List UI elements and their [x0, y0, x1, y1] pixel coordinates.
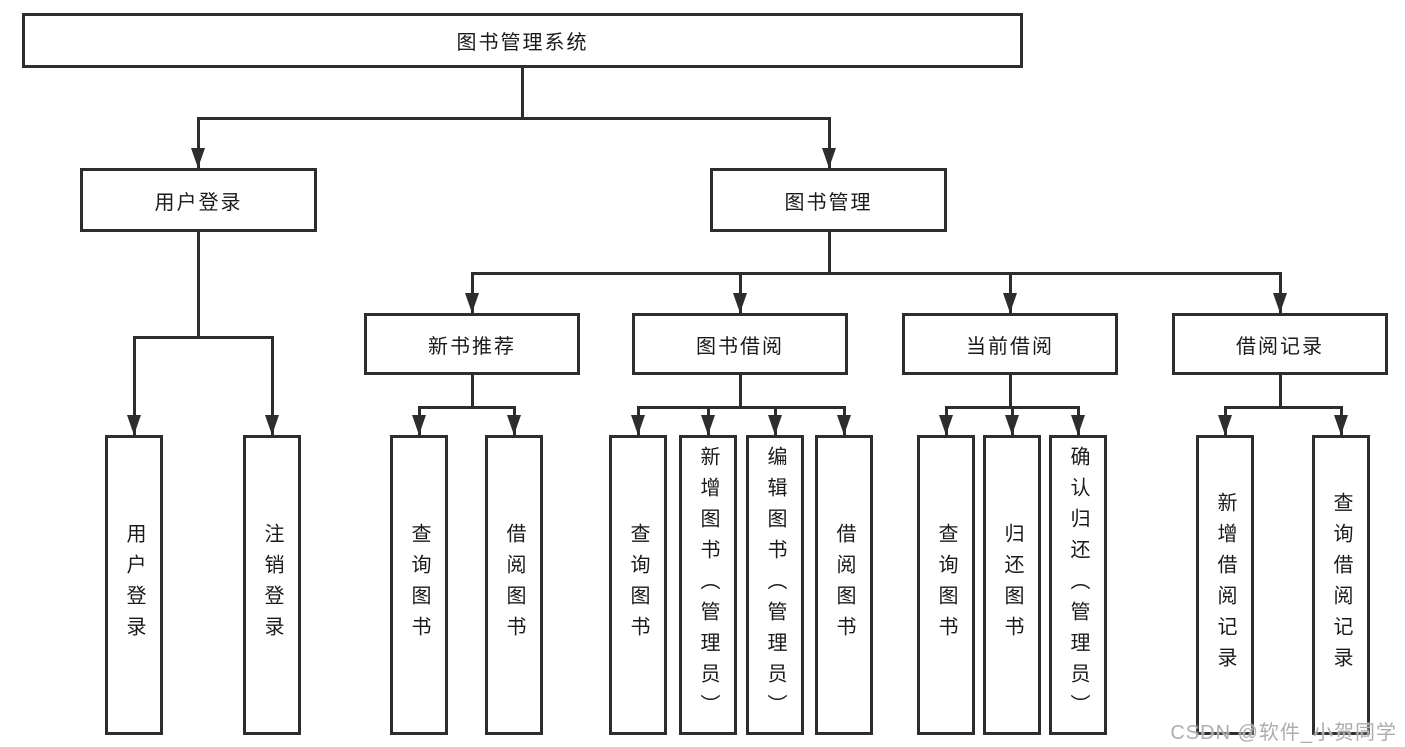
leaf-borrow-query-book-label: 查询图书 — [627, 523, 649, 647]
csdn-watermark: CSDN @软件_小贺同学 — [1170, 722, 1397, 744]
connector-line — [471, 375, 474, 407]
arrow-down-icon — [191, 148, 205, 168]
leaf-logout-label: 注销登录 — [261, 523, 283, 647]
node-new-book-recommend: 新书推荐 — [364, 313, 580, 375]
leaf-recommend-query-book-label: 查询图书 — [408, 523, 430, 647]
connector-line — [1224, 406, 1343, 409]
leaf-query-borrow-record: 查询借阅记录 — [1312, 435, 1370, 735]
connector-line — [739, 375, 742, 407]
leaf-return-book-label: 归还图书 — [1001, 523, 1023, 647]
leaf-logout: 注销登录 — [243, 435, 301, 735]
arrow-down-icon — [1334, 415, 1348, 435]
leaf-recommend-query-book: 查询图书 — [390, 435, 448, 735]
connector-line — [133, 337, 136, 435]
arrow-down-icon — [1003, 293, 1017, 313]
leaf-confirm-return-admin-label: 确认归还（管理员） — [1067, 445, 1089, 725]
node-book-borrow: 图书借阅 — [632, 313, 848, 375]
arrow-down-icon — [1005, 415, 1019, 435]
arrow-down-icon — [822, 148, 836, 168]
arrow-down-icon — [1071, 415, 1085, 435]
leaf-add-book-admin-label: 新增图书（管理员） — [697, 445, 719, 725]
connector-line — [1009, 375, 1012, 407]
leaf-current-query-book: 查询图书 — [917, 435, 975, 735]
leaf-borrow-query-book: 查询图书 — [609, 435, 667, 735]
node-borrow-record-label: 借阅记录 — [1236, 335, 1324, 358]
connector-line — [637, 406, 846, 409]
leaf-user-login: 用户登录 — [105, 435, 163, 735]
leaf-user-login-label: 用户登录 — [123, 523, 145, 647]
connector-line — [418, 406, 516, 409]
node-user-login-label: 用户登录 — [154, 191, 243, 214]
connector-line — [828, 118, 831, 168]
leaf-edit-book-admin: 编辑图书（管理员） — [746, 435, 804, 735]
node-book-borrow-label: 图书借阅 — [696, 335, 784, 358]
leaf-recommend-borrow-book-label: 借阅图书 — [503, 523, 525, 647]
node-book-management-label: 图书管理 — [784, 191, 873, 214]
arrow-down-icon — [127, 415, 141, 435]
arrow-down-icon — [507, 415, 521, 435]
node-book-management: 图书管理 — [710, 168, 947, 232]
leaf-return-book: 归还图书 — [983, 435, 1041, 735]
node-new-book-recommend-label: 新书推荐 — [428, 335, 516, 358]
arrow-down-icon — [768, 415, 782, 435]
arrow-down-icon — [701, 415, 715, 435]
leaf-add-borrow-record: 新增借阅记录 — [1196, 435, 1254, 735]
leaf-confirm-return-admin: 确认归还（管理员） — [1049, 435, 1107, 735]
arrow-down-icon — [1273, 293, 1287, 313]
node-root-label: 图书管理系统 — [456, 32, 589, 54]
arrow-down-icon — [837, 415, 851, 435]
node-current-borrow: 当前借阅 — [902, 313, 1118, 375]
leaf-edit-book-admin-label: 编辑图书（管理员） — [764, 445, 786, 725]
arrow-down-icon — [412, 415, 426, 435]
node-root: 图书管理系统 — [22, 13, 1023, 68]
connector-line — [197, 117, 831, 120]
arrow-down-icon — [1218, 415, 1232, 435]
node-current-borrow-label: 当前借阅 — [966, 335, 1054, 358]
connector-line — [828, 232, 831, 273]
arrow-down-icon — [265, 415, 279, 435]
connector-line — [521, 68, 524, 118]
connector-line — [471, 272, 1282, 275]
leaf-recommend-borrow-book: 借阅图书 — [485, 435, 543, 735]
arrow-down-icon — [733, 293, 747, 313]
leaf-query-borrow-record-label: 查询借阅记录 — [1330, 492, 1352, 678]
connector-line — [197, 232, 200, 337]
connector-line — [133, 336, 274, 339]
connector-line — [1279, 375, 1282, 407]
leaf-add-borrow-record-label: 新增借阅记录 — [1214, 492, 1236, 678]
arrow-down-icon — [465, 293, 479, 313]
connector-line — [197, 118, 200, 168]
leaf-borrow-book: 借阅图书 — [815, 435, 873, 735]
connector-line — [271, 337, 274, 435]
node-user-login: 用户登录 — [80, 168, 317, 232]
arrow-down-icon — [939, 415, 953, 435]
leaf-borrow-book-label: 借阅图书 — [833, 523, 855, 647]
node-borrow-record: 借阅记录 — [1172, 313, 1388, 375]
leaf-add-book-admin: 新增图书（管理员） — [679, 435, 737, 735]
leaf-current-query-book-label: 查询图书 — [935, 523, 957, 647]
arrow-down-icon — [631, 415, 645, 435]
